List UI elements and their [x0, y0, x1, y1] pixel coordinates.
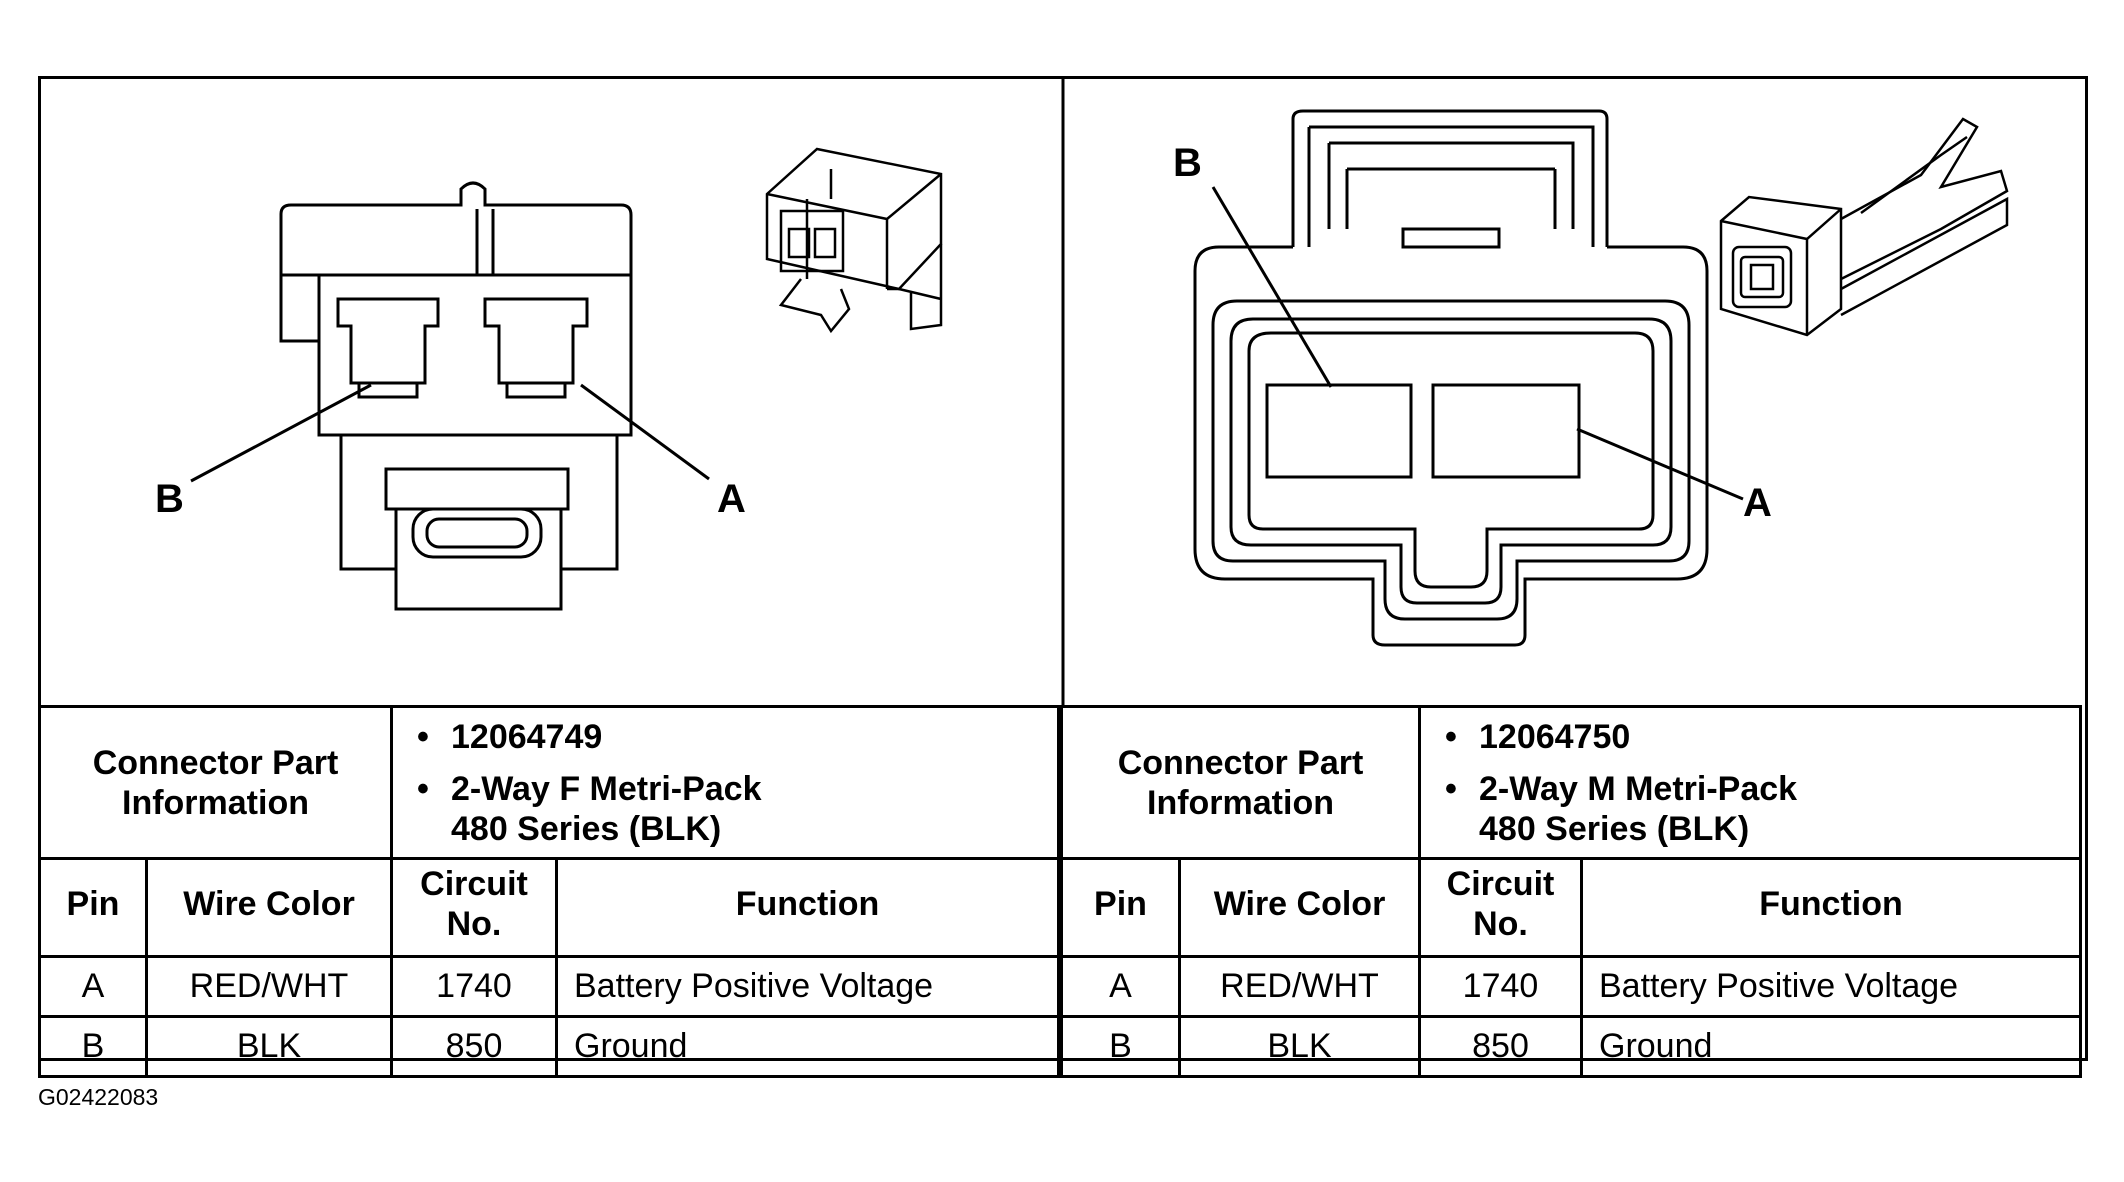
bullet-icon: •	[1445, 769, 1457, 808]
left-callout-b: B	[155, 477, 184, 521]
left-header-circuit-line1: Circuit	[420, 864, 528, 903]
left-header-row: Pin Wire Color Circuit No. Function	[38, 857, 1060, 958]
right-callout-b: B	[1173, 141, 1202, 185]
bullet-icon: •	[1445, 717, 1457, 756]
right-description-line2: 480 Series (BLK)	[1479, 809, 1750, 848]
right-connector-table: Connector Part Information • 12064750 • 2-…	[1060, 705, 2082, 1078]
left-part-number: 12064749	[451, 717, 603, 756]
right-row-a-function: Battery Positive Voltage	[1580, 955, 2082, 1018]
right-part-number: 12064750	[1479, 717, 1631, 756]
left-header-circuit-line2: No.	[446, 904, 502, 943]
left-row-a-pin: A	[38, 955, 148, 1018]
right-row-a-circuit: 1740	[1418, 955, 1583, 1018]
left-part-info-row: Connector Part Information • 12064749 • 2-…	[38, 705, 1060, 860]
left-header-circuit: Circuit No.	[390, 857, 558, 958]
left-row-a-circuit: 1740	[390, 955, 558, 1018]
right-row-b-wire-color: BLK	[1178, 1015, 1421, 1078]
diagram-frame: B A B A Connector Part Information • 1206…	[38, 76, 2088, 1078]
right-row-a-pin: A	[1060, 955, 1181, 1018]
table-row: B BLK 850 Ground	[38, 1015, 1060, 1078]
right-header-pin: Pin	[1060, 857, 1181, 958]
left-row-a-wire-color: RED/WHT	[145, 955, 393, 1018]
table-row: A RED/WHT 1740 Battery Positive Voltage	[1060, 955, 2082, 1018]
female-connector-face	[190, 181, 710, 611]
bullet-icon: •	[417, 769, 429, 808]
left-row-b-wire-color: BLK	[145, 1015, 393, 1078]
right-description-line1: 2-Way M Metri-Pack	[1479, 769, 1798, 808]
left-header-pin: Pin	[38, 857, 148, 958]
left-description-line1: 2-Way F Metri-Pack	[451, 769, 762, 808]
left-row-b-circuit: 850	[390, 1015, 558, 1078]
left-part-info: • 12064749 • 2-Way F Metri-Pack 480 Series…	[390, 705, 1060, 860]
right-connector-part-label: Connector Part Information	[1060, 705, 1421, 860]
left-row-a-function: Battery Positive Voltage	[555, 955, 1060, 1018]
right-header-wire-color: Wire Color	[1178, 857, 1421, 958]
right-header-circuit-line2: No.	[1473, 904, 1528, 943]
right-row-b-pin: B	[1060, 1015, 1181, 1078]
left-header-wire-color: Wire Color	[145, 857, 393, 958]
left-header-function: Function	[555, 857, 1060, 958]
left-callout-a: A	[717, 477, 746, 521]
right-part-info-row: Connector Part Information • 12064750 • 2-…	[1060, 705, 2082, 860]
left-connector-part-label: Connector Part Information	[38, 705, 393, 860]
right-header-function: Function	[1580, 857, 2082, 958]
figure-id: G02422083	[38, 1084, 159, 1110]
female-connector-iso-view	[765, 147, 943, 334]
male-connector-face	[1193, 109, 1744, 647]
right-callout-a: A	[1743, 481, 1772, 525]
connector-drawings	[190, 79, 2009, 705]
right-header-row: Pin Wire Color Circuit No. Function	[1060, 857, 2082, 958]
right-header-circuit-line1: Circuit	[1446, 864, 1555, 903]
right-row-b-circuit: 850	[1418, 1015, 1583, 1078]
left-connector-table: Connector Part Information • 12064749 • 2-…	[38, 705, 1060, 1078]
right-row-a-wire-color: RED/WHT	[1178, 955, 1421, 1018]
right-row-b-function: Ground	[1580, 1015, 2082, 1078]
table-row: B BLK 850 Ground	[1060, 1015, 2082, 1078]
left-row-b-function: Ground	[555, 1015, 1060, 1078]
male-connector-iso-view	[1719, 117, 2009, 337]
bullet-icon: •	[417, 717, 429, 756]
left-row-b-pin: B	[38, 1015, 148, 1078]
table-row: A RED/WHT 1740 Battery Positive Voltage	[38, 955, 1060, 1018]
right-part-info: • 12064750 • 2-Way M Metri-Pack 480 Series…	[1418, 705, 2082, 860]
right-header-circuit: Circuit No.	[1418, 857, 1583, 958]
left-description-line2: 480 Series (BLK)	[451, 809, 722, 848]
